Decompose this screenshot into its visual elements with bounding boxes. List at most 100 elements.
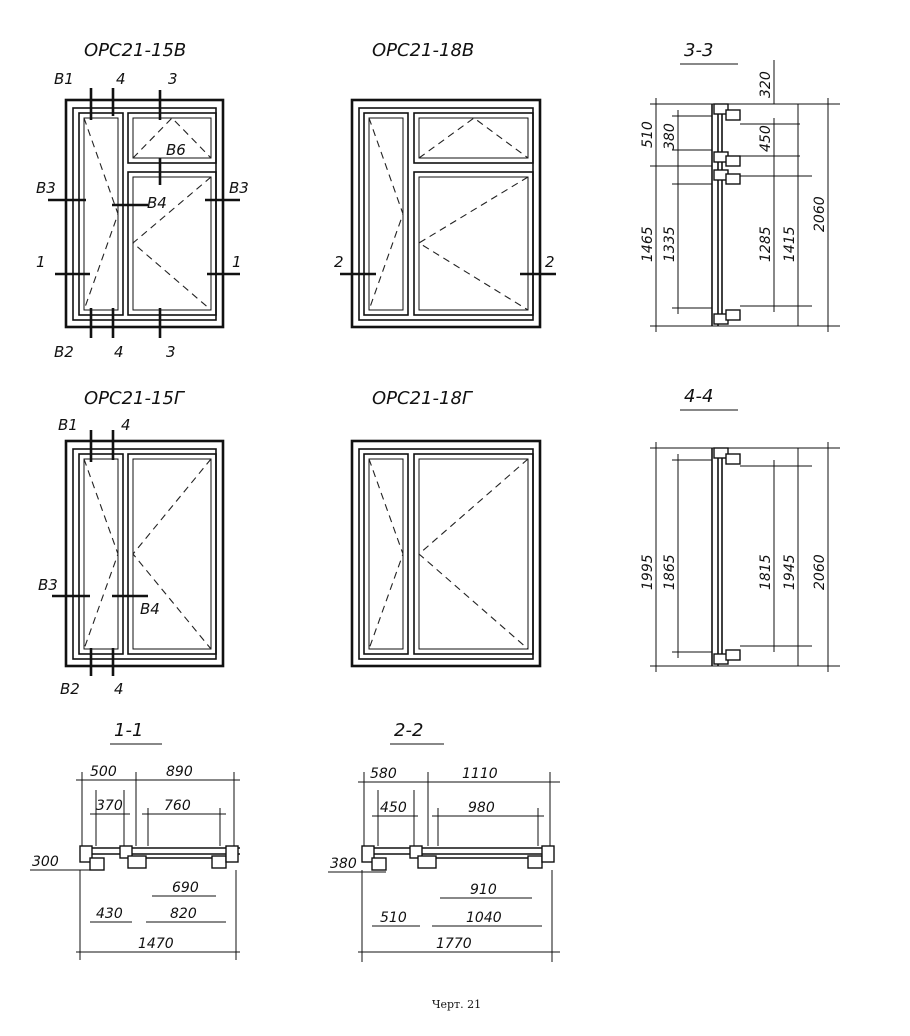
dim-300: 300 — [32, 854, 59, 870]
profile-mullion-sash — [417, 855, 437, 869]
label-v1: В1 — [54, 70, 74, 88]
profile-left-sash — [371, 857, 387, 871]
profile-mullion — [409, 845, 423, 859]
dim-1865: 1865 — [662, 554, 678, 590]
label-v2: В2 — [54, 343, 74, 361]
profile-right — [541, 845, 555, 863]
window-outer-frame — [350, 98, 542, 329]
section-2-2: 2-2 580 1110 450 980 380 910 510 — [328, 720, 560, 962]
main-sash-opening-lines — [132, 458, 212, 650]
main-sash — [127, 453, 217, 655]
dim-980: 980 — [468, 800, 495, 816]
main-sash-opening-lines — [418, 458, 529, 650]
dim-1040: 1040 — [466, 910, 502, 926]
profile-left — [361, 845, 375, 863]
window-title-ors21-15v: ОРС21-15В — [84, 40, 186, 61]
dim-370: 370 — [96, 798, 123, 814]
label-3-bottom: 3 — [166, 343, 176, 361]
transom-glass — [132, 117, 212, 159]
dim-1335: 1335 — [662, 226, 678, 262]
main-sash — [413, 171, 534, 316]
left-sash-opening-lines — [83, 458, 119, 650]
label-1-left: 1 — [36, 253, 46, 271]
main-sash-glass — [132, 458, 212, 650]
dim-1465: 1465 — [640, 226, 656, 262]
section-title-3-3: 3-3 — [684, 40, 713, 61]
section-title-2-2: 2-2 — [394, 720, 423, 741]
window-ors21-15g: ОРС21-15Г В1 4 В3 В4 В2 4 — [38, 388, 225, 698]
drawing-caption: Черт. 21 — [432, 998, 481, 1011]
profile-top-sash — [725, 453, 741, 465]
profile-bottom-sash — [725, 649, 741, 661]
dim-380: 380 — [330, 856, 357, 872]
label-v1: В1 — [58, 416, 78, 434]
main-sash-glass — [418, 458, 529, 650]
transom-sash — [413, 112, 534, 164]
left-sash-opening-lines — [368, 458, 404, 650]
left-sash-glass — [83, 458, 119, 650]
section-1-1: 1-1 500 890 370 760 300 690 430 8 — [30, 720, 240, 960]
window-outer-frame — [64, 439, 225, 668]
dim-430: 430 — [96, 906, 123, 922]
label-4-bottom: 4 — [114, 343, 124, 361]
window-ors21-18g: ОРС21-18Г — [350, 388, 542, 668]
dim-510: 510 — [640, 121, 656, 148]
main-sash-opening-lines — [417, 176, 529, 311]
label-v4: В4 — [140, 600, 160, 618]
window-title-ors21-15g: ОРС21-15Г — [84, 388, 186, 409]
main-sash-opening-lines — [132, 176, 212, 311]
window-inner-frame — [358, 448, 534, 660]
dim-760: 760 — [164, 798, 191, 814]
left-sash-opening-lines — [368, 117, 404, 311]
main-sash-glass — [132, 176, 212, 311]
dim-450: 450 — [380, 800, 407, 816]
dim-820: 820 — [170, 906, 197, 922]
dim-1770: 1770 — [436, 936, 472, 952]
section-title-4-4: 4-4 — [684, 386, 713, 407]
dim-910: 910 — [470, 882, 497, 898]
profile-right-sash — [527, 855, 543, 869]
dim-2060: 2060 — [812, 196, 828, 232]
main-sash-glass — [418, 176, 529, 311]
label-3: 3 — [168, 70, 178, 88]
window-title-ors21-18v: ОРС21-18В — [372, 40, 474, 61]
dim-450: 450 — [758, 125, 774, 152]
profile-right — [225, 845, 239, 863]
left-sash-glass — [368, 117, 404, 311]
dim-1995: 1995 — [640, 554, 656, 590]
left-sash — [363, 453, 409, 655]
window-inner-frame — [72, 448, 217, 660]
dim-2060: 2060 — [812, 554, 828, 590]
profile-left — [79, 845, 93, 863]
dim-500: 500 — [90, 764, 117, 780]
window-inner-frame — [358, 107, 534, 321]
profile-mid-sash — [725, 173, 741, 185]
window-title-ors21-18g: ОРС21-18Г — [372, 388, 474, 409]
left-sash-glass — [368, 458, 404, 650]
section-3-3: 3-3 510 380 320 450 1465 — [640, 40, 840, 332]
profile-left-sash — [89, 857, 105, 871]
window-inner-frame — [72, 107, 217, 321]
dim-890: 890 — [166, 764, 193, 780]
label-v3: В3 — [38, 576, 58, 594]
profile-top-sash — [725, 109, 741, 121]
dim-580: 580 — [370, 766, 397, 782]
dim-1945: 1945 — [782, 554, 798, 590]
label-v3-left: В3 — [36, 179, 56, 197]
label-v4: В4 — [147, 194, 167, 212]
dim-1415: 1415 — [782, 226, 798, 262]
left-sash — [78, 453, 124, 655]
transom-sash — [127, 112, 217, 164]
label-4: 4 — [121, 416, 131, 434]
profile-mullion — [119, 845, 133, 859]
label-1-right: 1 — [232, 253, 242, 271]
profile-transom-sash — [725, 155, 741, 167]
dim-380: 380 — [662, 123, 678, 150]
section-4-4: 4-4 1995 1865 1815 1945 2060 — [640, 386, 840, 672]
label-2-left: 2 — [334, 253, 344, 271]
transom-opening-lines — [418, 117, 529, 159]
section-title-1-1: 1-1 — [114, 720, 143, 741]
dim-690: 690 — [172, 880, 199, 896]
profile-mullion-sash — [127, 855, 147, 869]
